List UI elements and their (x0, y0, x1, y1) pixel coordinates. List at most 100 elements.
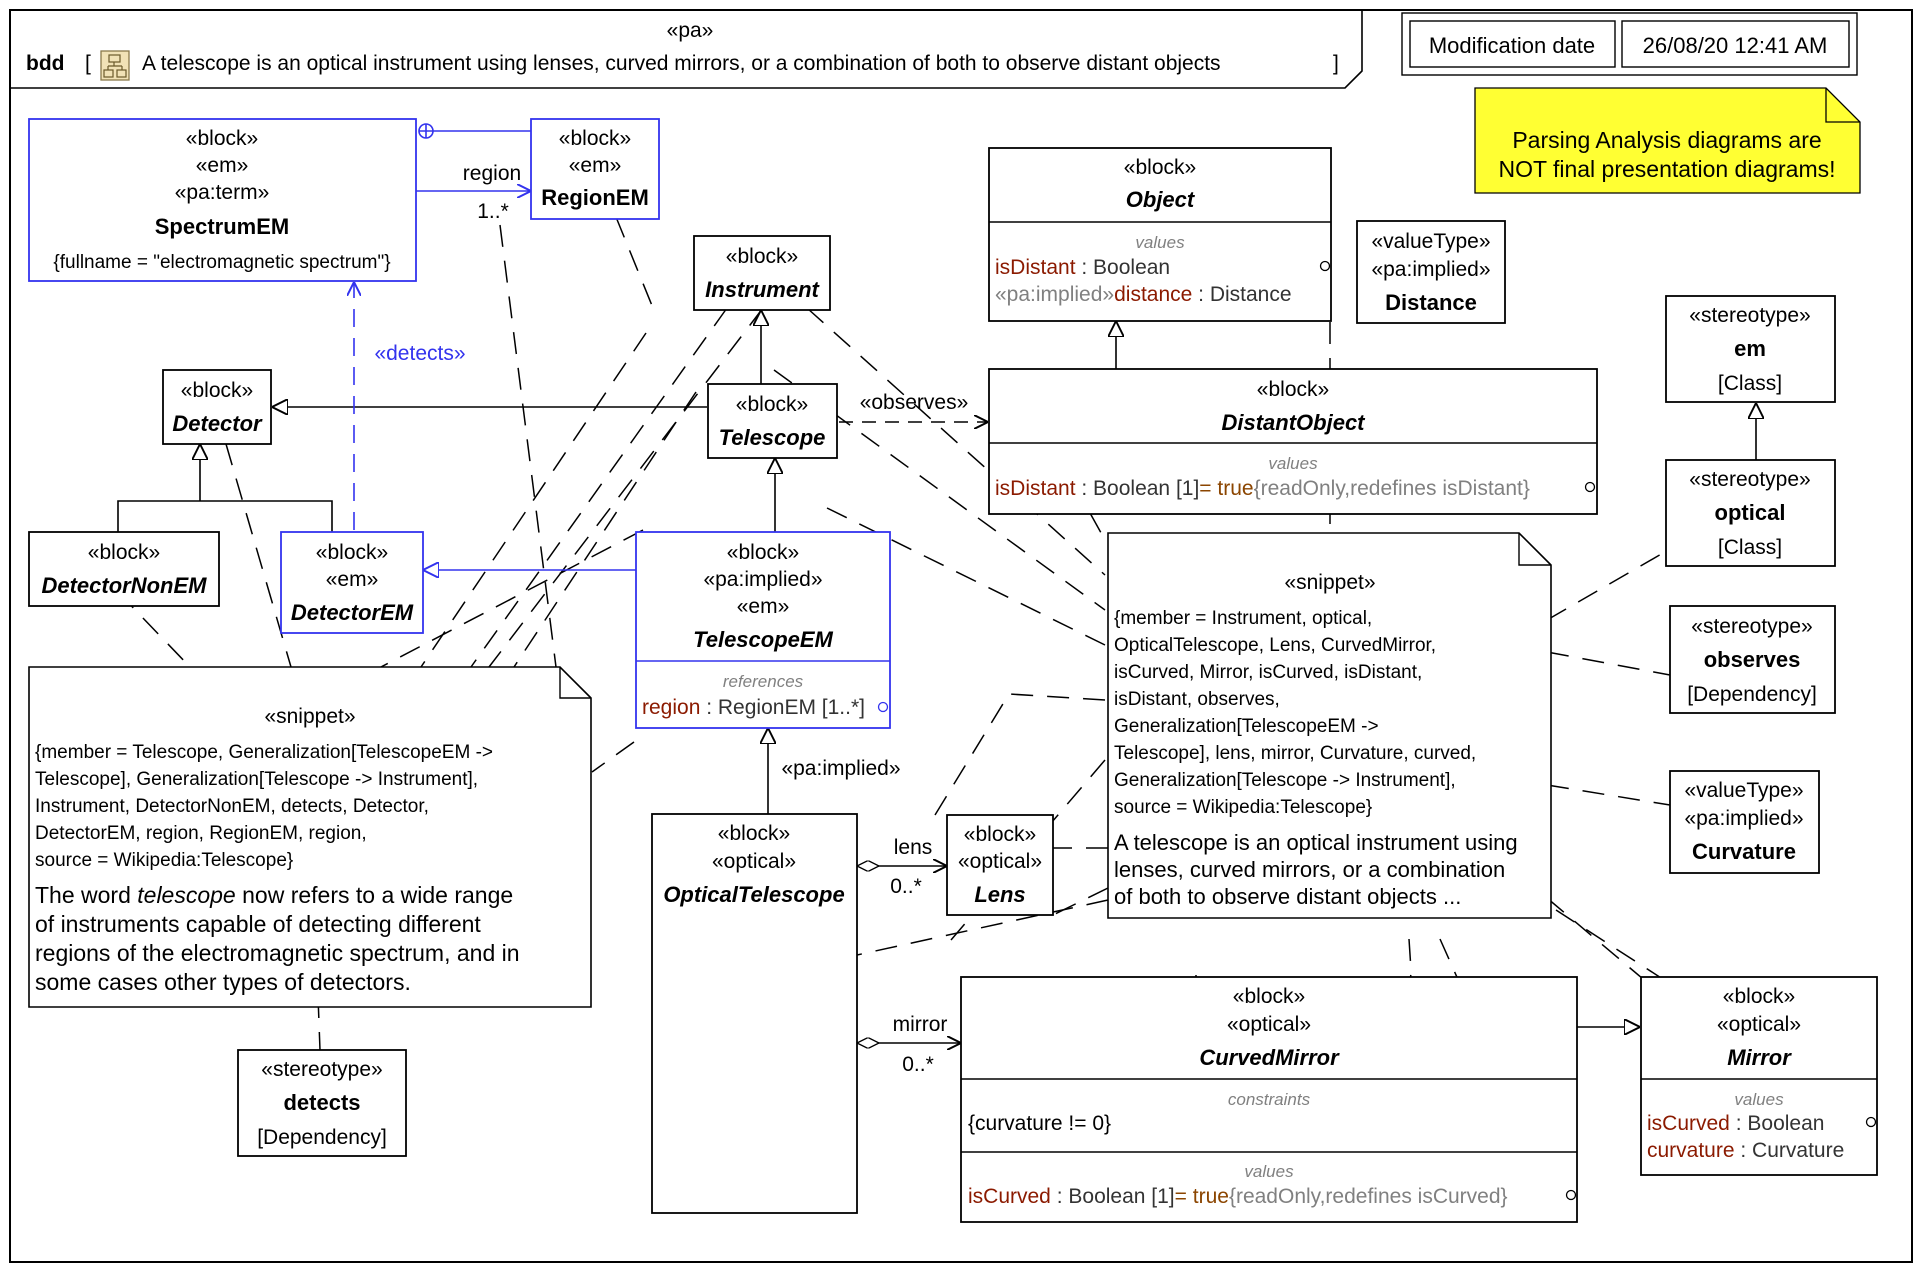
stereotype-optical: «optical» (712, 850, 796, 873)
stereotype-block: «block» (88, 541, 160, 564)
compartment-label: values (1734, 1090, 1784, 1109)
stereotype-keyword: «stereotype» (1689, 304, 1810, 327)
block-lens[interactable]: «block» «optical» Lens (946, 814, 1054, 916)
stereotype-block: «block» (316, 541, 388, 564)
stereotype-block: «block» (736, 393, 808, 416)
stereotype-name: optical (1715, 500, 1786, 525)
stereotype-block: «block» (186, 127, 258, 150)
snippet-member-line: isCurved, Mirror, isCurved, isDistant, (1114, 662, 1422, 683)
block-name: CurvedMirror (1199, 1045, 1340, 1070)
stereotype-block: «block» (181, 379, 253, 402)
block-curved-mirror[interactable]: «block» «optical» CurvedMirror constrain… (960, 976, 1578, 1223)
snippet-body-line: some cases other types of detectors. (35, 969, 411, 995)
stereotype-name: em (1734, 336, 1766, 361)
snippet-left[interactable]: «snippet» {member = Telescope, Generaliz… (28, 666, 592, 1008)
label-lens-role: lens (894, 836, 933, 859)
block-name: Curvature (1692, 839, 1796, 864)
block-telescope-em[interactable]: «block» «pa:implied» «em» TelescopeEM re… (635, 531, 891, 729)
header-bracket-close: ] (1333, 52, 1339, 75)
label-region-role: region (463, 162, 521, 185)
warning-note-line1: Parsing Analysis diagrams are (1512, 127, 1821, 153)
compartment-label: values (1244, 1162, 1294, 1181)
block-name: Detector (172, 411, 263, 436)
block-name: Telescope (719, 425, 826, 450)
snippet-body-line: A telescope is an optical instrument usi… (1114, 830, 1518, 855)
label-observes: «observes» (860, 391, 969, 414)
snippet-member-line: DetectorEM, region, RegionEM, region, (35, 823, 367, 844)
block-object[interactable]: «block» Object values isDistant : Boolea… (988, 147, 1332, 322)
label-lens-mult: 0..* (890, 875, 922, 898)
compartment-label: constraints (1228, 1090, 1311, 1109)
attr-isdistant: isDistant : Boolean (995, 256, 1170, 279)
stereotype-em-box[interactable]: «stereotype» em [Class] (1665, 295, 1836, 403)
snippet-member-line: Generalization[TelescopeEM -> (1114, 716, 1379, 737)
snippet-member-line: isDistant, observes, (1114, 689, 1280, 710)
block-region-em[interactable]: «block» «em» RegionEM (530, 118, 660, 220)
label-mirror-mult: 0..* (902, 1053, 934, 1076)
stereotype-em: «em» (569, 154, 622, 177)
stereotype-block: «block» (964, 823, 1036, 846)
attr-iscurved-redefined: isCurved : Boolean [1]= true{readOnly,re… (968, 1185, 1508, 1208)
snippet-member-line: Telescope], lens, mirror, Curvature, cur… (1114, 743, 1476, 764)
stereotype-keyword: «stereotype» (1689, 468, 1810, 491)
snippet-title: «snippet» (1284, 571, 1375, 594)
modification-date-value: 26/08/20 12:41 AM (1643, 33, 1828, 58)
block-detector-em[interactable]: «block» «em» DetectorEM (280, 531, 424, 634)
snippet-title: «snippet» (264, 705, 355, 728)
block-detector-non-em[interactable]: «block» DetectorNonEM (28, 531, 220, 607)
snippet-member-line: Telescope], Generalization[Telescope -> … (35, 769, 478, 790)
snippet-body-line: The word telescope now refers to a wide … (35, 882, 513, 908)
stereotype-observes-box[interactable]: «stereotype» observes [Dependency] (1669, 605, 1836, 714)
stereotype-block: «block» (726, 245, 798, 268)
block-curvature[interactable]: «valueType» «pa:implied» Curvature (1669, 770, 1820, 874)
label-pa-implied: «pa:implied» (781, 757, 900, 780)
compartment-label: references (723, 672, 804, 691)
block-instrument[interactable]: «block» Instrument (693, 235, 831, 311)
snippet-body-line: of instruments capable of detecting diff… (35, 911, 481, 937)
snippet-member-line: {member = Instrument, optical, (1114, 608, 1372, 629)
block-name: RegionEM (541, 185, 649, 210)
stereotype-keyword: «stereotype» (1691, 615, 1812, 638)
block-telescope[interactable]: «block» Telescope (707, 383, 838, 459)
snippet-body-line: lenses, curved mirrors, or a combination (1114, 857, 1505, 882)
em-connectors (354, 123, 636, 570)
stereotype-block: «block» (1723, 985, 1795, 1008)
stereotype-optical-box[interactable]: «stereotype» optical [Class] (1665, 459, 1836, 567)
header-kind: bdd (26, 52, 64, 75)
compartment-label: values (1268, 454, 1318, 473)
snippet-right[interactable]: «snippet» {member = Instrument, optical,… (1107, 532, 1552, 919)
stereotype-detects-box[interactable]: «stereotype» detects [Dependency] (237, 1049, 407, 1157)
block-name: SpectrumEM (155, 214, 289, 239)
block-name: Mirror (1727, 1045, 1792, 1070)
snippet-body-line: regions of the electromagnetic spectrum,… (35, 940, 520, 966)
stereotype-name: observes (1704, 647, 1801, 672)
snippet-member-line: Instrument, DetectorNonEM, detects, Dete… (35, 796, 429, 817)
stereotype-keyword: «stereotype» (261, 1058, 382, 1081)
block-constraint: {curvature != 0} (968, 1112, 1111, 1135)
snippet-member-line: source = Wikipedia:Telescope} (35, 850, 293, 871)
header-title: A telescope is an optical instrument usi… (142, 52, 1221, 75)
stereotype-em: «em» (196, 154, 249, 177)
block-name: DetectorNonEM (41, 573, 207, 598)
block-spectrum-em[interactable]: «block» «em» «pa:term» SpectrumEM {fulln… (28, 118, 417, 282)
stereotype-metaclass: [Dependency] (257, 1126, 387, 1149)
stereotype-pa-implied: «pa:implied» (1684, 807, 1803, 830)
stereotype-valuetype: «valueType» (1371, 230, 1490, 253)
stereotype-block: «block» (1233, 985, 1305, 1008)
attr-isdistant-redefined: isDistant : Boolean [1]= true{readOnly,r… (995, 477, 1530, 500)
block-constraint: {fullname = "electromagnetic spectrum"} (53, 252, 390, 273)
block-name: TelescopeEM (693, 627, 833, 652)
block-distance[interactable]: «valueType» «pa:implied» Distance (1356, 220, 1506, 324)
header-stereotype: «pa» (667, 19, 714, 42)
block-optical-telescope[interactable]: «block» «optical» OpticalTelescope (651, 813, 858, 1214)
block-detector[interactable]: «block» Detector (162, 369, 272, 445)
compartment-label: values (1135, 233, 1185, 252)
block-mirror[interactable]: «block» «optical» Mirror values isCurved… (1640, 976, 1878, 1176)
modification-date-table: Modification date 26/08/20 12:41 AM (1401, 12, 1858, 76)
snippet-member-line: OpticalTelescope, Lens, CurvedMirror, (1114, 635, 1436, 656)
block-name: Distance (1385, 290, 1477, 315)
block-distant-object[interactable]: «block» DistantObject values isDistant :… (988, 368, 1598, 515)
label-detects: «detects» (374, 342, 465, 365)
